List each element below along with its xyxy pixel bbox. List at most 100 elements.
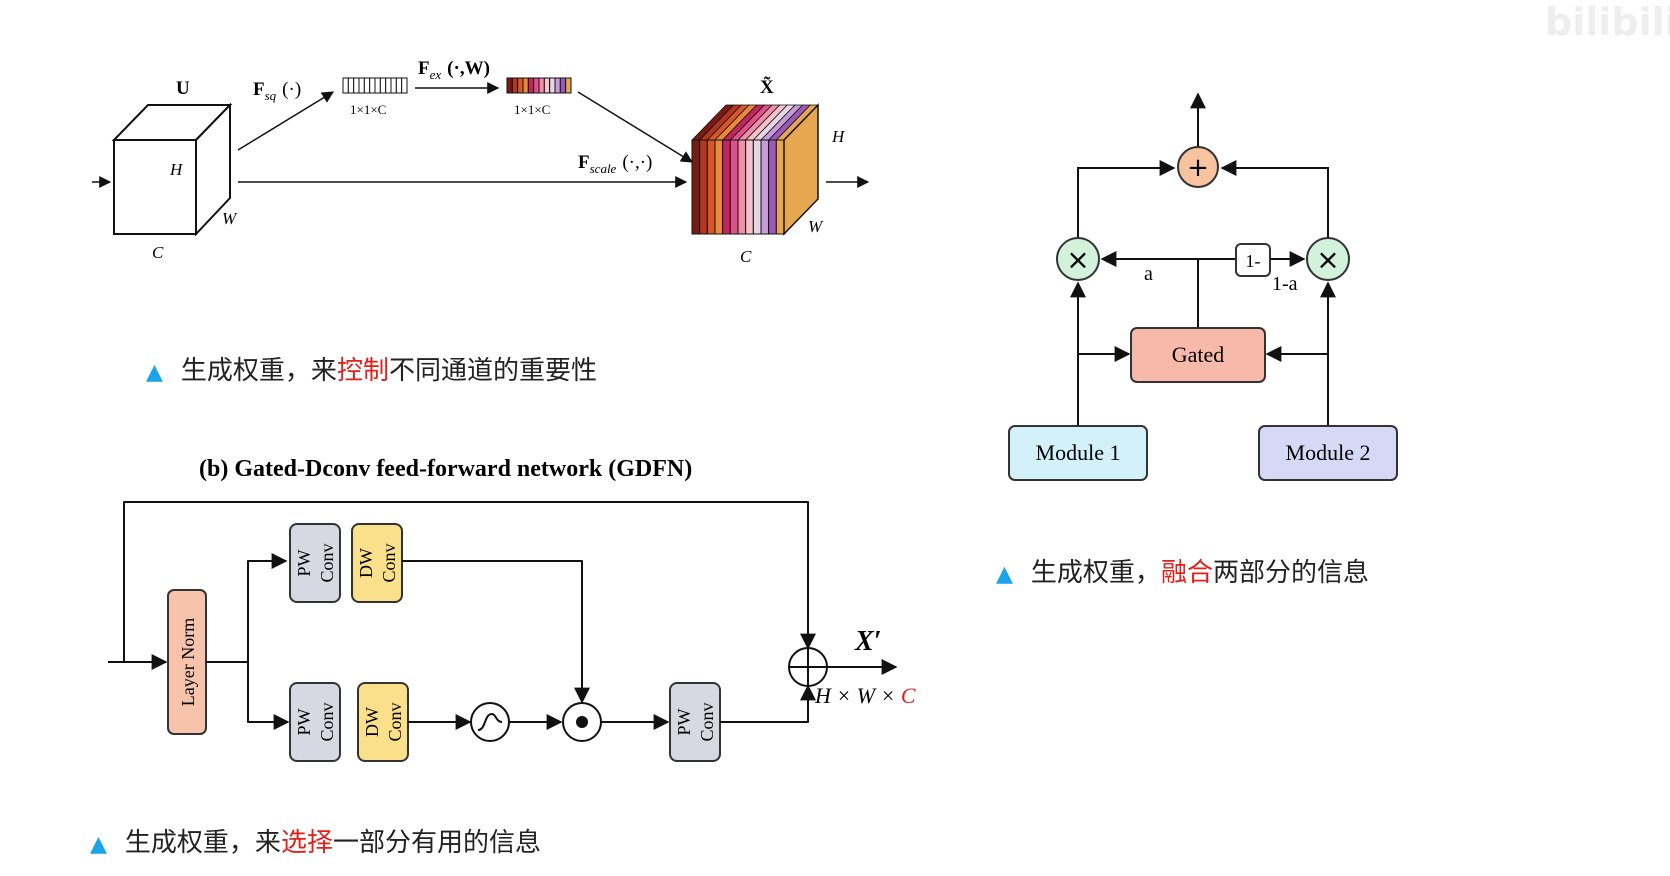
one-minus-label: 1- [1246, 251, 1261, 271]
excitation-channel-cell [549, 77, 556, 94]
input-dim-h: H [169, 160, 184, 179]
caption-highlight: 融合 [1160, 558, 1213, 588]
caption-text: 一部分有用的信息 [332, 828, 541, 858]
squeeze-channel-cell [390, 77, 397, 94]
output-channel-slice [691, 139, 701, 235]
bullet-triangle-icon: ▲ [146, 360, 163, 385]
excitation-channel-cell [506, 77, 513, 94]
module-1-label: Module 1 [1036, 440, 1121, 465]
output-channel-slice [714, 139, 724, 235]
module-1-block [1008, 425, 1148, 481]
output-channel-slice [737, 139, 747, 235]
output-side-face [783, 103, 819, 236]
caption-highlight: 选择 [280, 828, 333, 858]
squeeze-vector [342, 77, 408, 94]
right-multiply-symbol: × [1316, 243, 1339, 276]
gated-fusion-diagram: + × × 1- a 1-a Gated Module 1 Module 2 [1008, 92, 1398, 481]
top-pw-conv-label: Conv [317, 543, 337, 582]
fusion-sum-symbol: + [1187, 153, 1209, 183]
squeeze-channel-cell [401, 77, 408, 94]
squeeze-channel-cell [369, 77, 376, 94]
weight-a-label: a [1144, 263, 1153, 285]
gated-block [1130, 327, 1266, 383]
output-pw-label: PW [674, 708, 694, 735]
gdfn-diagram: (b) Gated-Dconv feed-forward network (GD… [108, 456, 916, 762]
squeeze-channel-cell [374, 77, 381, 94]
squeeze-channel-cell [395, 77, 403, 94]
module-2-label: Module 2 [1286, 440, 1371, 465]
module-2-block [1258, 425, 1398, 481]
output-channel-slice [706, 139, 716, 235]
excitation-channel-cell [522, 77, 529, 94]
squeeze-channel-cell [347, 77, 355, 94]
left-multiply-symbol: × [1066, 243, 1089, 276]
top-pw-label: PW [294, 549, 314, 576]
excitation-channel-cell [554, 77, 561, 94]
output-dim-w: W [808, 217, 824, 236]
excitation-channel-cell [511, 77, 519, 94]
caption-text: 不同通道的重要性 [388, 356, 597, 386]
input-dim-w: W [222, 209, 238, 228]
caption-highlight: 控制 [336, 356, 389, 386]
bottom-pw-label: PW [294, 708, 314, 735]
gelu-activation-icon [470, 702, 510, 742]
input-cube-u [111, 102, 233, 237]
input-label-u: U [176, 78, 190, 99]
gdfn-output-dims: H × W × C [814, 683, 916, 708]
bullet-triangle-icon: ▲ [996, 562, 1013, 587]
output-channel-slice [768, 139, 777, 235]
output-channel-slice [752, 139, 762, 235]
se-block-diagram: U H W C Fsq(·) 1×1×C Fex(·,W) 1×1×C Fsca… [92, 58, 870, 266]
top-pw-conv-block [289, 523, 341, 603]
caption-text: 生成权重，来 [124, 828, 281, 858]
squeeze-channel-cell [363, 77, 371, 94]
gated-label: Gated [1172, 342, 1225, 367]
output-channel-slice [775, 139, 785, 235]
excitation-channel-cell [527, 77, 535, 94]
output-label-x: X̃ [760, 77, 774, 98]
top-dw-conv-block [351, 523, 403, 603]
top-dw-conv-label: Conv [379, 543, 399, 582]
excitation-channel-cell [543, 77, 551, 94]
excitation-channel-cell [517, 77, 524, 94]
caption-channel-attention: ▲生成权重，来控制不同通道的重要性 [146, 350, 597, 387]
right-multiply-node [1306, 237, 1350, 281]
squeeze-dims: 1×1×C [350, 102, 386, 117]
bottom-pw-conv-label: Conv [317, 702, 337, 741]
squeeze-channel-cell [379, 77, 387, 94]
excitation-vector [506, 77, 572, 94]
bottom-dw-conv-label: Conv [385, 702, 405, 741]
fsq-label: Fsq(·) [253, 79, 301, 103]
gdfn-output-label: X′ [854, 626, 882, 657]
excitation-channel-cell [533, 77, 540, 94]
squeeze-channel-cell [342, 77, 349, 94]
excitation-channel-cell [559, 77, 567, 94]
output-dim-c: C [740, 247, 752, 266]
caption-text: 两部分的信息 [1212, 558, 1369, 588]
excite-dims: 1×1×C [514, 102, 550, 117]
gdfn-title: (b) Gated-Dconv feed-forward network (GD… [199, 456, 692, 482]
bottom-pw-conv-block [289, 682, 341, 762]
caption-gdfn: ▲ 生成权重，来选择一部分有用的信息 [90, 822, 541, 859]
bullet-triangle-icon: ▲ [90, 832, 107, 857]
output-channel-slice [699, 139, 708, 235]
excitation-channel-cell [565, 77, 572, 94]
output-cube-x [691, 103, 819, 236]
fusion-sum-node [1177, 146, 1219, 188]
top-dw-label: DW [356, 548, 376, 578]
input-dim-c: C [152, 243, 164, 262]
squeeze-channel-cell [358, 77, 365, 94]
output-channel-slice [729, 139, 739, 235]
output-channel-slice [745, 139, 754, 235]
output-channel-slice [722, 139, 731, 235]
output-channel-slice [760, 139, 770, 235]
watermark-logo: bilibili [1545, 0, 1670, 44]
weight-one-minus-a-label: 1-a [1272, 273, 1298, 295]
caption-gated-fusion: ▲ 生成权重，融合两部分的信息 [996, 552, 1369, 589]
fscale-label: Fscale(·,·) [578, 152, 652, 176]
left-multiply-node [1056, 237, 1100, 281]
output-dim-h: H [831, 127, 846, 146]
bottom-dw-label: DW [362, 707, 382, 737]
caption-text: 生成权重， [1030, 558, 1161, 588]
output-pw-conv-label: Conv [697, 702, 717, 741]
